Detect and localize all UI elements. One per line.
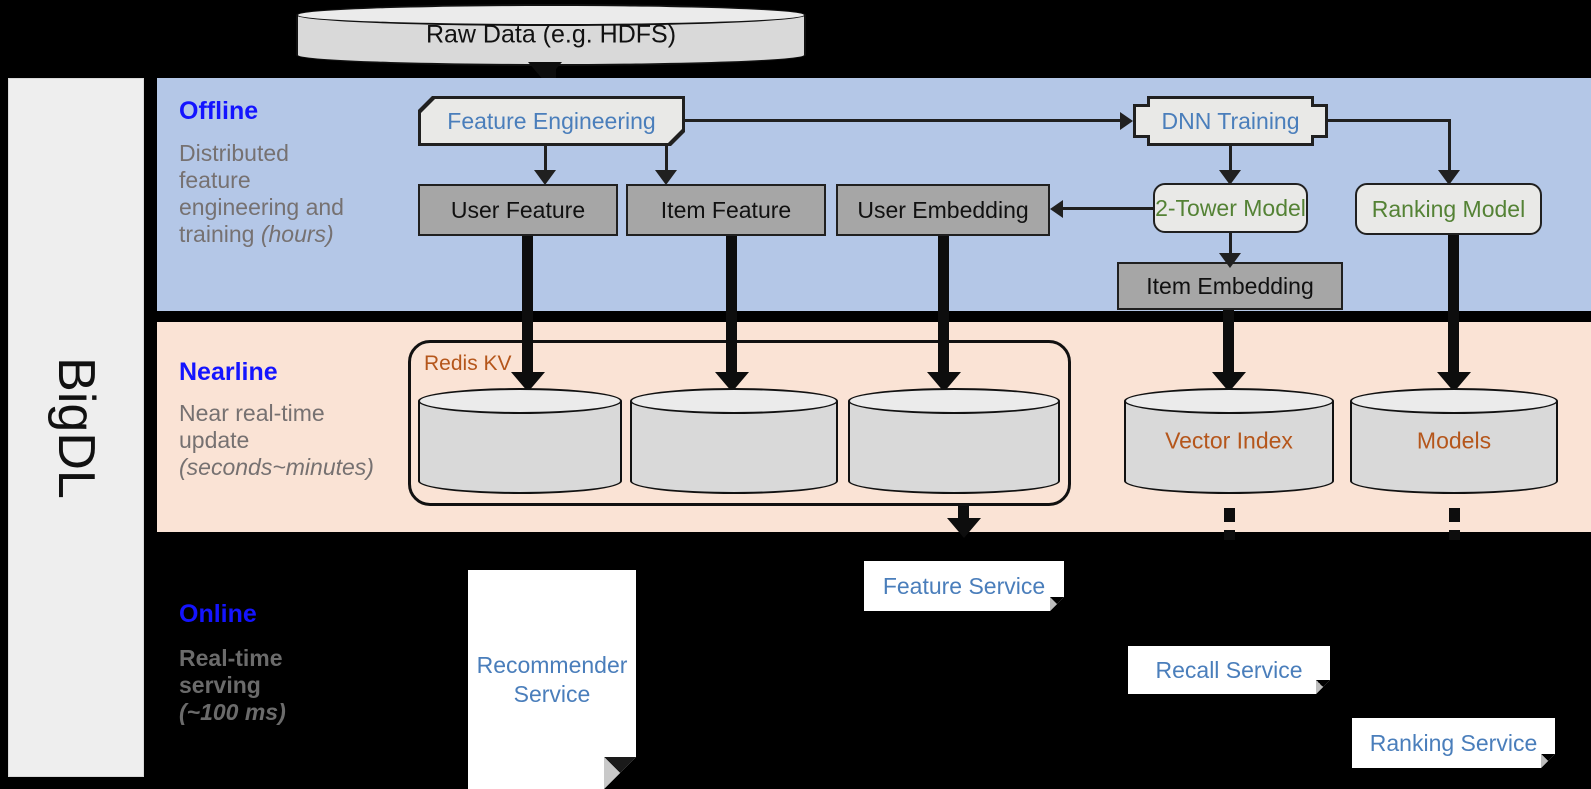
raw-data-cylinder: Raw Data (e.g. HDFS) bbox=[296, 4, 806, 66]
arrowhead-fe-userfeature bbox=[534, 170, 556, 185]
connector-dnn-ranking-v bbox=[1448, 119, 1451, 175]
nearline-desc-italic: (seconds~minutes) bbox=[179, 453, 374, 480]
connector-fe-dnn bbox=[685, 119, 1120, 122]
recall-service-node[interactable]: Recall Service bbox=[1128, 646, 1330, 694]
user-embedding-store-cylinder[interactable] bbox=[848, 388, 1060, 494]
models-cylinder[interactable]: Models bbox=[1350, 388, 1558, 494]
offline-desc-line1: Distributed bbox=[179, 140, 289, 166]
stub-models-ranking-2 bbox=[1449, 530, 1460, 541]
item-embedding-label: Item Embedding bbox=[1146, 272, 1314, 299]
nearline-title: Nearline bbox=[179, 358, 278, 386]
cylinder-top bbox=[296, 4, 806, 26]
arrowhead-itemembedding-vectorindex bbox=[1212, 372, 1246, 392]
feature-service-label: Feature Service bbox=[882, 572, 1046, 599]
redis-kv-container bbox=[408, 340, 1071, 506]
arrowhead-rankingmodel-models bbox=[1437, 372, 1471, 392]
ranking-service-node[interactable]: Ranking Service bbox=[1352, 718, 1555, 768]
ranking-model-node[interactable]: Ranking Model bbox=[1355, 183, 1542, 235]
redis-kv-label: Redis KV bbox=[424, 352, 512, 375]
feature-engineering-node[interactable]: Feature Engineering bbox=[418, 96, 685, 146]
arrowhead-fe-dnn bbox=[1120, 112, 1133, 130]
user-feature-label: User Feature bbox=[450, 196, 586, 223]
connector-dnn-ranking-h bbox=[1328, 119, 1451, 122]
user-feature-box[interactable]: User Feature bbox=[418, 184, 618, 236]
recall-service-label: Recall Service bbox=[1155, 656, 1303, 683]
feature-service-node[interactable]: Feature Service bbox=[864, 561, 1064, 611]
ranking-service-label: Ranking Service bbox=[1369, 729, 1538, 756]
arrowhead-userfeature-store bbox=[511, 372, 545, 392]
dnn-training-node[interactable]: DNN Training bbox=[1133, 96, 1328, 146]
pipe-rankingmodel-models bbox=[1448, 235, 1459, 382]
user-embedding-box[interactable]: User Embedding bbox=[836, 184, 1050, 236]
stub-models-ranking-1 bbox=[1449, 508, 1460, 522]
arrowhead-twotower-userembedding bbox=[1050, 200, 1063, 218]
offline-desc-line4: training (hours) bbox=[179, 220, 334, 247]
arrowhead-rawdata-fe bbox=[528, 62, 562, 82]
nearline-desc-line2: update bbox=[179, 426, 250, 453]
connector-fe-itemfeature bbox=[665, 146, 668, 172]
recommender-service-node[interactable]: Recommender Service bbox=[468, 570, 636, 789]
online-description: Real-time serving (~100 ms) bbox=[179, 645, 409, 726]
online-desc-line2: serving bbox=[179, 671, 261, 698]
cylinder-body bbox=[848, 401, 1060, 481]
cylinder-body bbox=[630, 401, 838, 481]
arrowhead-redis-featureservice bbox=[947, 518, 981, 538]
arrowhead-fe-itemfeature bbox=[655, 170, 677, 185]
offline-title: Offline bbox=[179, 97, 259, 125]
raw-data-label: Raw Data (e.g. HDFS) bbox=[425, 20, 677, 49]
user-feature-store-cylinder[interactable] bbox=[418, 388, 622, 494]
online-desc-italic: (~100 ms) bbox=[179, 698, 286, 725]
item-feature-store-cylinder[interactable] bbox=[630, 388, 838, 494]
cylinder-body bbox=[418, 401, 622, 481]
cylinder-top bbox=[1350, 388, 1558, 414]
arrowhead-dnn-twotower bbox=[1219, 170, 1241, 185]
ranking-model-label: Ranking Model bbox=[1371, 195, 1526, 222]
recommender-service-label: Recommender Service bbox=[476, 651, 628, 707]
nearline-description: Near real-time update (seconds~minutes) bbox=[179, 400, 409, 481]
online-desc-line1: Real-time bbox=[179, 645, 283, 671]
cylinder-top bbox=[848, 388, 1060, 414]
vector-index-label: Vector Index bbox=[1165, 427, 1293, 454]
nearline-desc-line1: Near real-time bbox=[179, 400, 325, 426]
bigdl-framework-rail: BigDL bbox=[8, 78, 144, 777]
connector-fe-userfeature bbox=[544, 146, 547, 172]
offline-description: Distributed feature engineering and trai… bbox=[179, 140, 409, 248]
online-title: Online bbox=[179, 600, 257, 628]
arrowhead-twotower-itemembedding bbox=[1219, 253, 1241, 268]
arrowhead-itemfeature-store bbox=[715, 372, 749, 392]
item-feature-box[interactable]: Item Feature bbox=[626, 184, 826, 236]
offline-desc-line3: engineering and bbox=[179, 193, 344, 220]
cylinder-body bbox=[1350, 401, 1558, 481]
pipe-itemembedding-vectorindex bbox=[1223, 310, 1234, 382]
stub-vectorindex-recall-2 bbox=[1224, 530, 1235, 541]
offline-desc-line2: feature bbox=[179, 166, 251, 193]
connector-twotower-userembedding bbox=[1063, 207, 1155, 210]
pipe-userembedding-store bbox=[938, 236, 949, 381]
connector-dnn-twotower bbox=[1229, 146, 1232, 174]
connector-twotower-itemembedding bbox=[1229, 233, 1232, 257]
user-embedding-label: User Embedding bbox=[857, 196, 1029, 223]
two-tower-model-label: 2-Tower Model bbox=[1155, 194, 1306, 221]
arrowhead-userembedding-store bbox=[927, 372, 961, 392]
cylinder-body bbox=[1124, 401, 1334, 481]
pipe-itemfeature-store bbox=[726, 236, 737, 381]
pipe-userfeature-store bbox=[522, 236, 533, 381]
cylinder-top bbox=[630, 388, 838, 414]
cylinder-top bbox=[418, 388, 622, 414]
cylinder-top bbox=[1124, 388, 1334, 414]
stub-redis-featureservice bbox=[958, 506, 969, 520]
dnn-training-label: DNN Training bbox=[1136, 99, 1325, 143]
item-feature-label: Item Feature bbox=[660, 196, 792, 223]
two-tower-model-node[interactable]: 2-Tower Model bbox=[1153, 183, 1308, 233]
arrowhead-dnn-ranking bbox=[1438, 170, 1460, 185]
models-label: Models bbox=[1416, 427, 1492, 454]
stub-vectorindex-recall-1 bbox=[1224, 508, 1235, 522]
vector-index-cylinder[interactable]: Vector Index bbox=[1124, 388, 1334, 494]
item-embedding-box[interactable]: Item Embedding bbox=[1117, 262, 1343, 310]
feature-engineering-label: Feature Engineering bbox=[421, 99, 682, 143]
bigdl-label: BigDL bbox=[47, 356, 105, 499]
